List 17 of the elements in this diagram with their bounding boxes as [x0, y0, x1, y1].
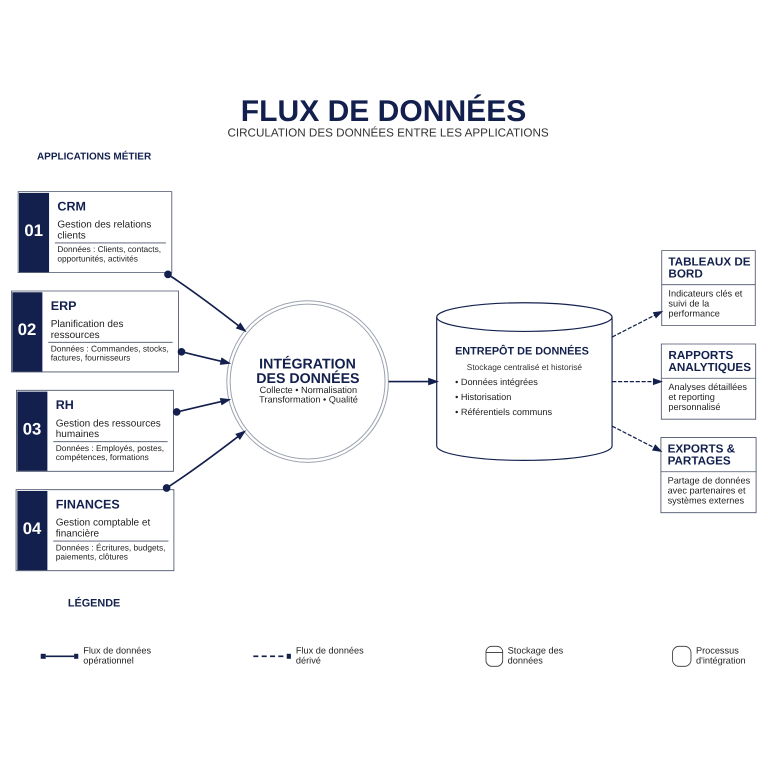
label: APPLICATIONS MÉTIER — [36, 151, 152, 162]
legend-label: Stockage des données — [508, 645, 564, 666]
arrow — [388, 377, 440, 385]
arrow — [612, 310, 664, 338]
label: LÉGENDE — [68, 597, 120, 610]
caption: CIRCULATION DES DONNÉES ENTRE LES APPLICATIONS — [227, 126, 549, 139]
arrow — [178, 347, 232, 364]
arrow — [172, 397, 232, 416]
legend-label: Processus d'intégration — [696, 645, 746, 666]
arrow — [612, 378, 663, 385]
diagram-title: FLUX DE DONNÉES — [240, 94, 526, 128]
legend-label: Flux de données dérivé — [296, 645, 364, 666]
legend-label: Flux de données opérationnel — [83, 645, 152, 666]
arrow — [612, 425, 663, 452]
node-circle: INTÉGRATION DES DONNÉES Collecte • Normalisation Transformation • Qualité — [226, 300, 389, 462]
arrow — [164, 270, 247, 332]
arrow — [162, 430, 246, 492]
